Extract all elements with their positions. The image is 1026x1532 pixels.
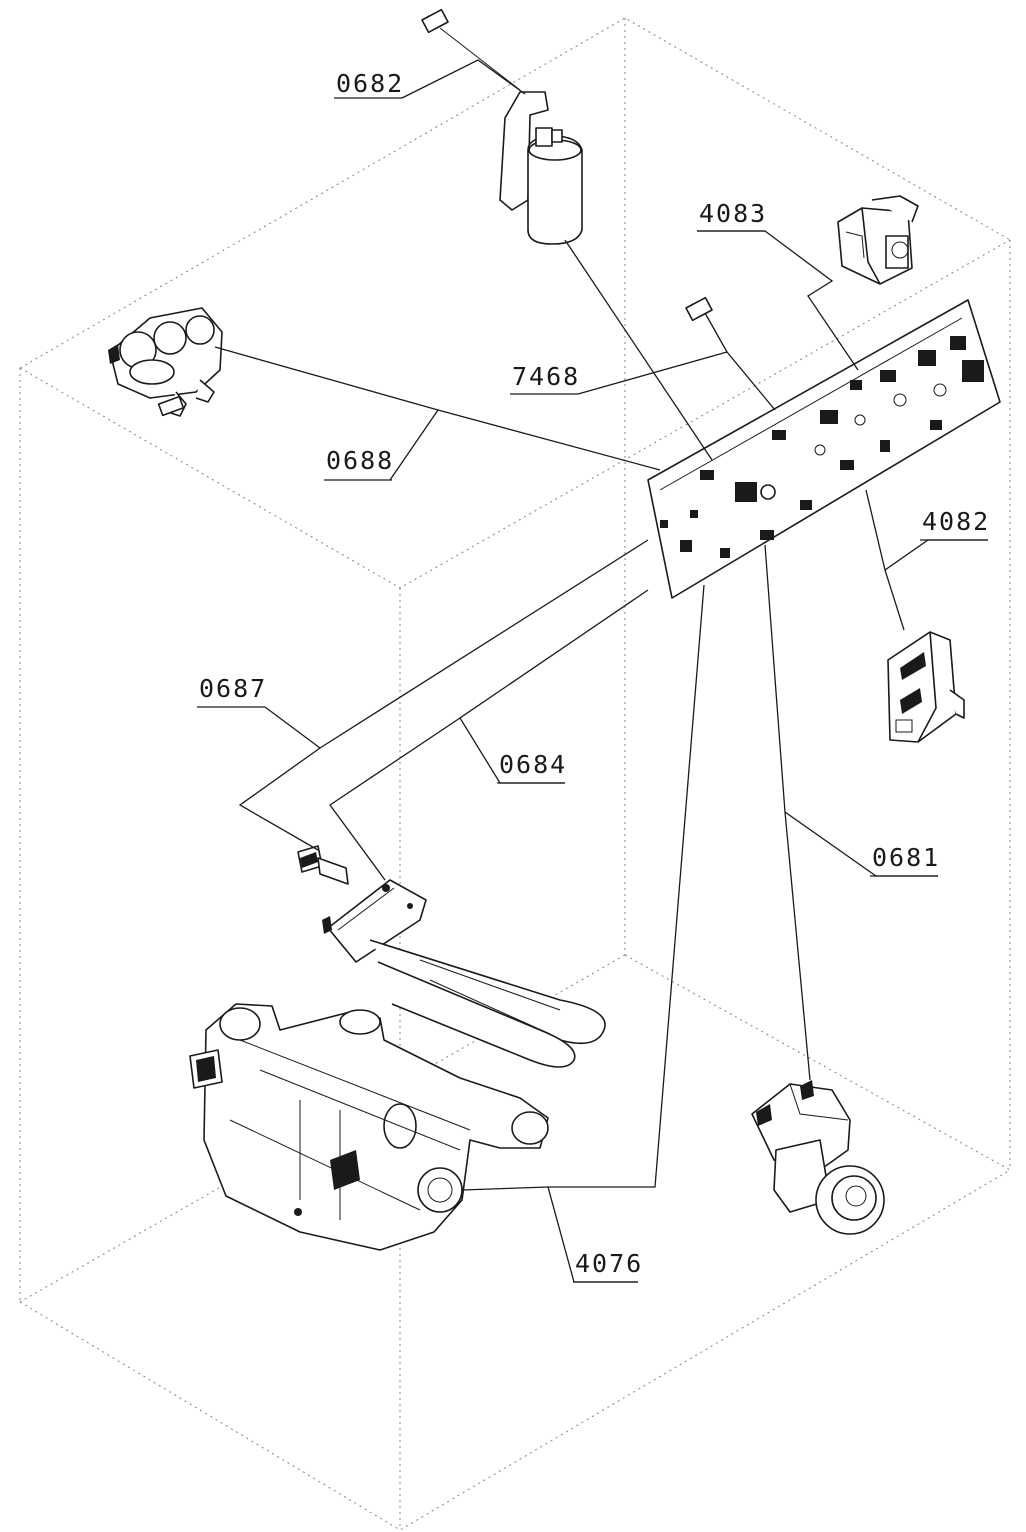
part-control-pcb bbox=[647, 299, 1001, 599]
callout-0681: 0681 bbox=[870, 843, 940, 877]
part-capacitor-filter bbox=[421, 8, 583, 245]
part-drive-motor bbox=[189, 1003, 549, 1251]
callout-4083: 4083 bbox=[697, 199, 767, 232]
callout-4076: 4076 bbox=[573, 1249, 643, 1283]
callout-label-4082: 4082 bbox=[922, 507, 990, 536]
callout-label-4083: 4083 bbox=[699, 199, 767, 228]
callout-label-0688: 0688 bbox=[326, 446, 394, 475]
callout-0687: 0687 bbox=[197, 674, 267, 708]
part-drain-pump bbox=[751, 1080, 885, 1235]
callout-0682: 0682 bbox=[334, 69, 404, 99]
callout-label-0687: 0687 bbox=[199, 674, 267, 703]
callouts: 0682 4083 7468 0688 4082 0687 0684 0681 bbox=[197, 69, 990, 1283]
part-door-lock bbox=[837, 195, 919, 285]
callout-label-4076: 4076 bbox=[575, 1249, 643, 1278]
part-pressure-switch bbox=[887, 631, 965, 743]
callout-label-0681: 0681 bbox=[872, 843, 940, 872]
part-inlet-valve bbox=[108, 307, 223, 417]
callout-label-7468: 7468 bbox=[512, 362, 580, 391]
callout-label-0684: 0684 bbox=[499, 750, 567, 779]
part-heating-element bbox=[322, 879, 606, 1068]
callout-label-0682: 0682 bbox=[336, 69, 404, 98]
callout-0688: 0688 bbox=[324, 446, 394, 481]
part-label-tag bbox=[685, 296, 713, 322]
callout-4082: 4082 bbox=[920, 507, 990, 541]
callout-0684: 0684 bbox=[497, 750, 567, 784]
callout-7468: 7468 bbox=[510, 362, 580, 395]
part-ntc-sensor bbox=[297, 845, 349, 885]
